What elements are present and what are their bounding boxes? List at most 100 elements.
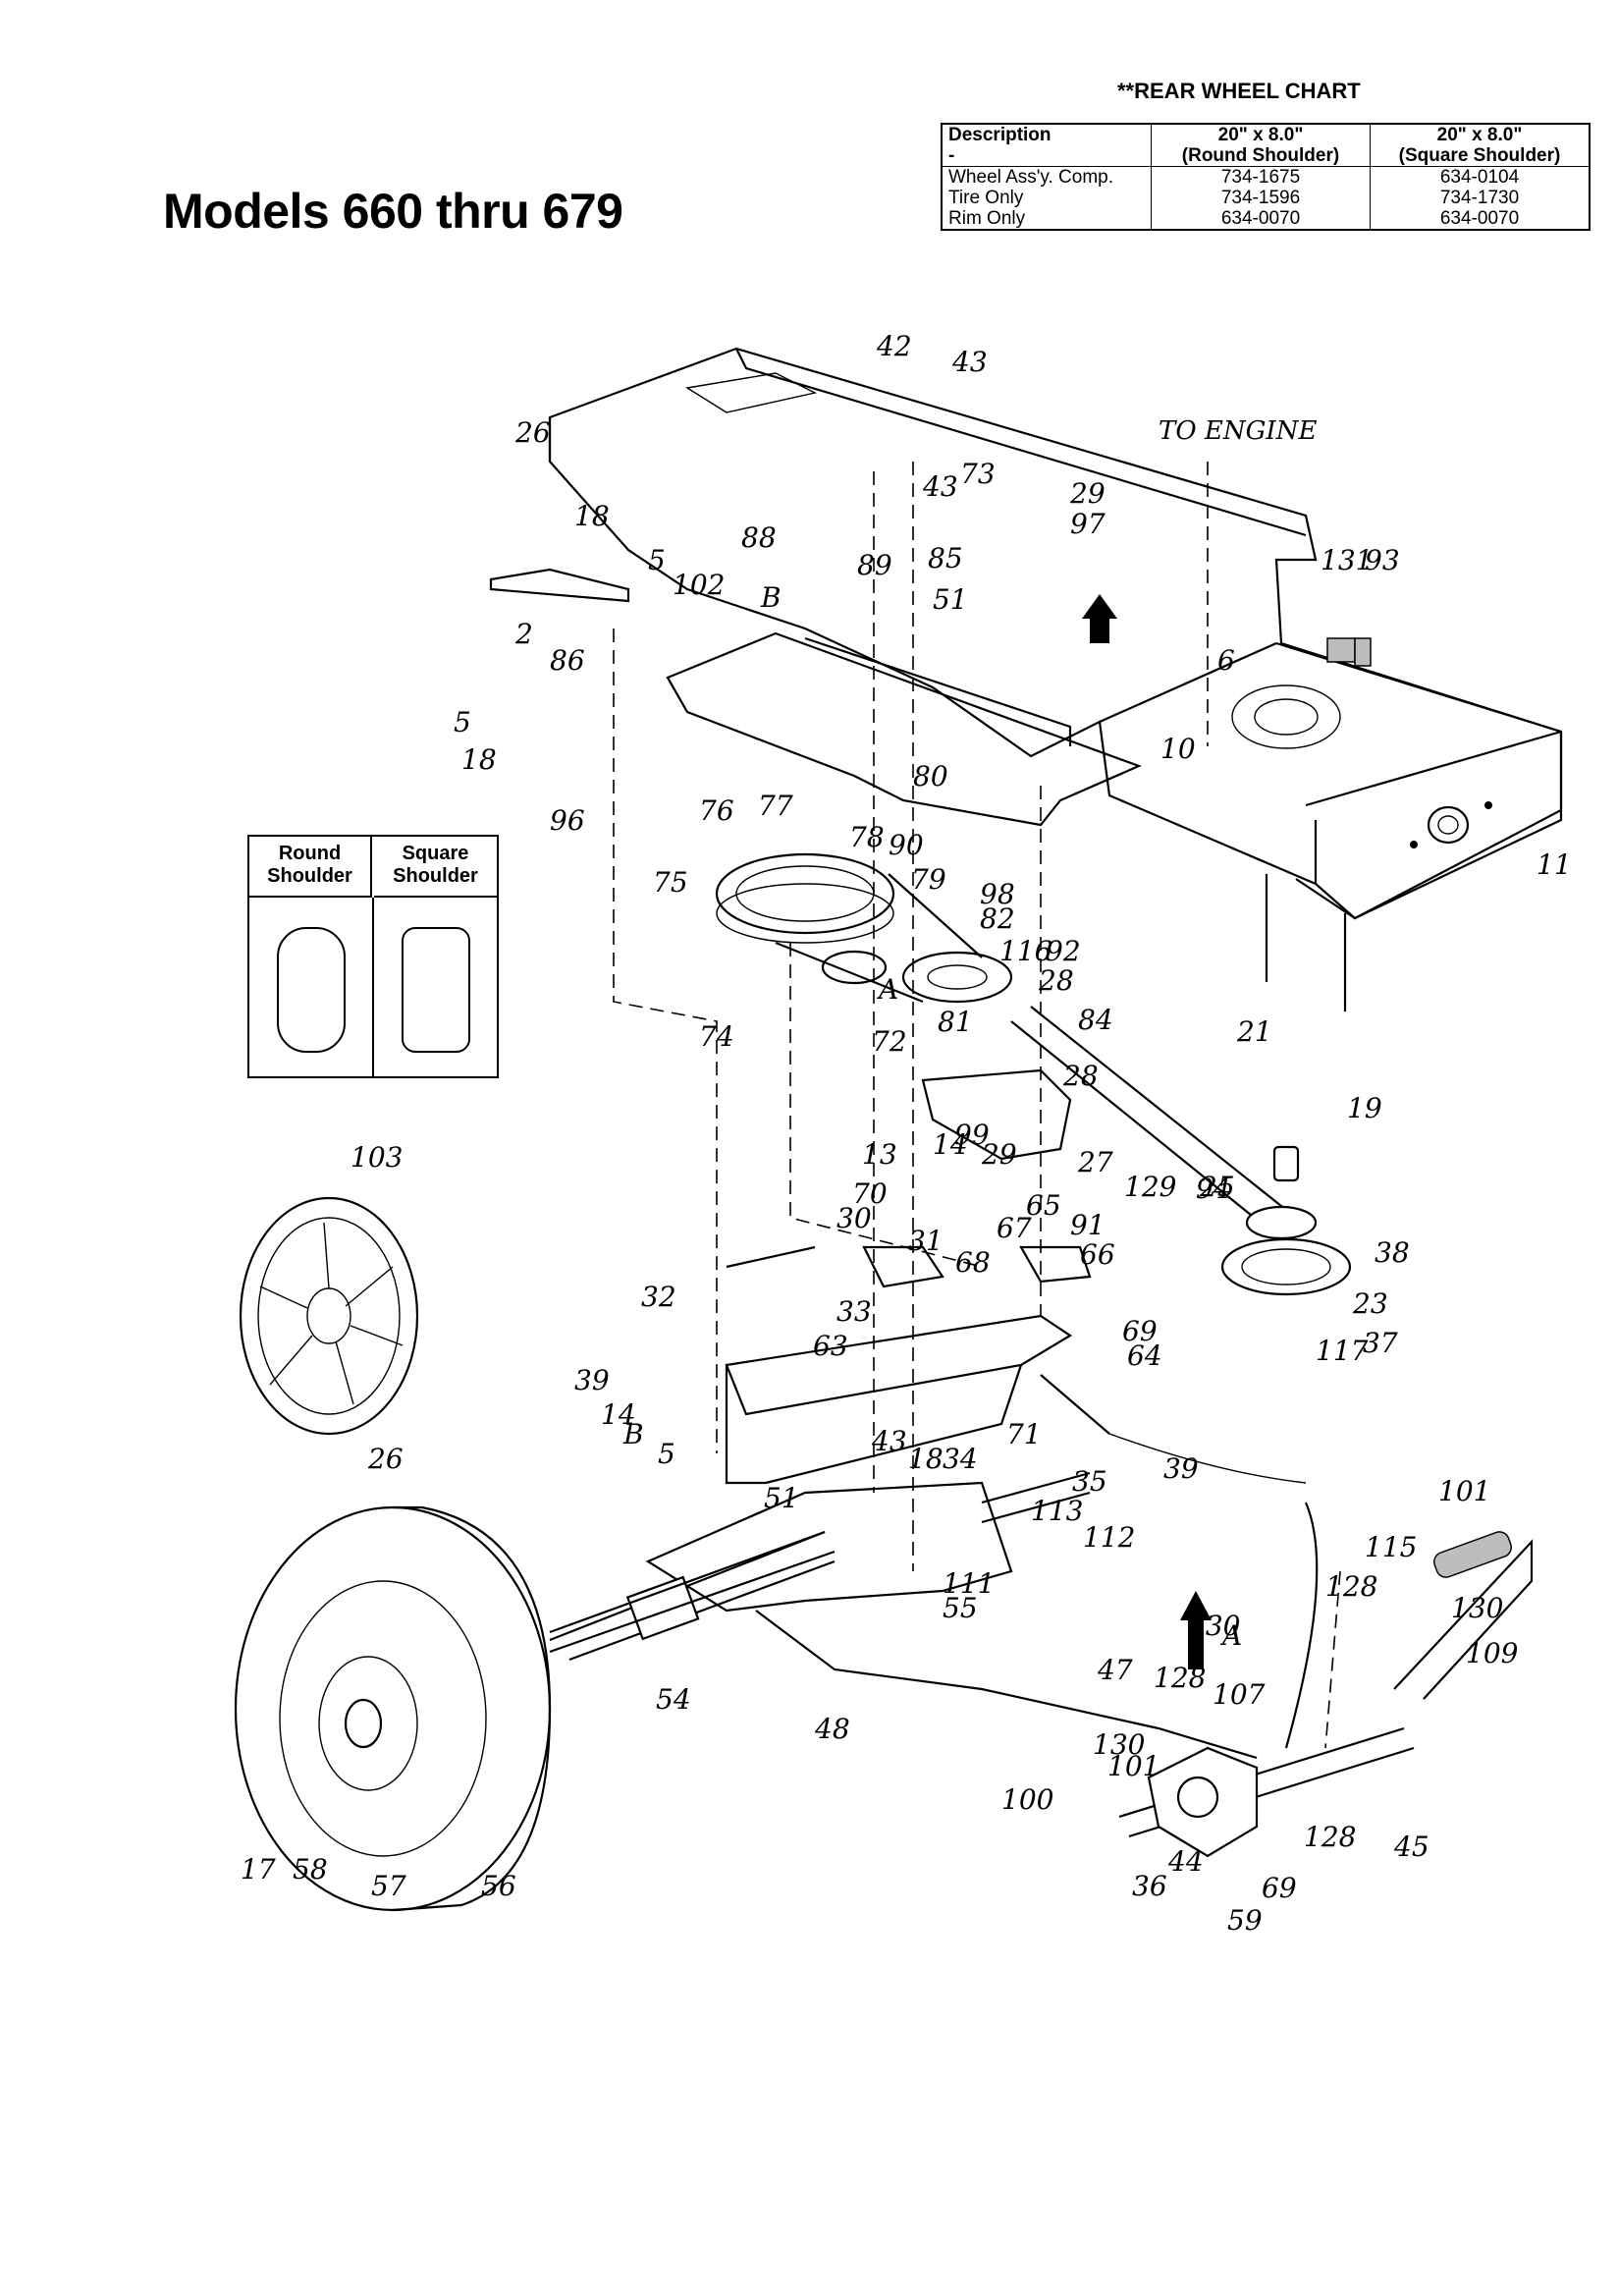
header-square-type: (Square Shoulder) xyxy=(1398,145,1561,166)
callout-130: 130 xyxy=(1451,1592,1503,1624)
row-label: Wheel Ass'y. Comp. xyxy=(941,166,1152,188)
callout-66: 66 xyxy=(1080,1238,1115,1271)
callout-25: 25 xyxy=(1199,1171,1235,1203)
callout-54: 54 xyxy=(656,1683,691,1716)
callout-55: 55 xyxy=(943,1592,978,1624)
callout-128: 128 xyxy=(1154,1662,1206,1694)
callout-115: 115 xyxy=(1365,1531,1417,1563)
callout-129: 129 xyxy=(1124,1171,1176,1203)
callout-85: 85 xyxy=(928,542,963,574)
callout-100: 100 xyxy=(1001,1783,1053,1816)
callout-92: 92 xyxy=(1046,935,1081,967)
callout-42: 42 xyxy=(876,330,912,362)
callout-77: 77 xyxy=(758,790,793,822)
callout-5: 5 xyxy=(648,544,666,576)
callout-113: 113 xyxy=(1031,1495,1083,1527)
callout-43: 43 xyxy=(951,346,988,378)
callout-75: 75 xyxy=(653,866,688,899)
callout-80: 80 xyxy=(913,760,948,793)
callout-65: 65 xyxy=(1026,1189,1061,1222)
callout-38: 38 xyxy=(1375,1236,1410,1269)
header-round-size: 20" x 8.0" xyxy=(1217,125,1304,145)
callout-76: 76 xyxy=(699,794,734,827)
callout-14: 14 xyxy=(933,1128,968,1161)
callout-21: 21 xyxy=(1236,1015,1272,1048)
callout-56: 56 xyxy=(481,1870,516,1902)
callout-43: 43 xyxy=(922,470,958,503)
callout-117: 117 xyxy=(1316,1335,1369,1367)
rear-wheel-chart-title: **REAR WHEEL CHART xyxy=(1117,79,1361,103)
round-shoulder-profile xyxy=(277,927,346,1053)
callout-86: 86 xyxy=(550,644,585,677)
round-part-number: 634-0070 xyxy=(1151,208,1371,230)
page-title: Models 660 thru 679 xyxy=(163,184,623,239)
callout-A: A xyxy=(1219,1619,1242,1652)
callout-B: B xyxy=(760,581,782,614)
callout-111: 111 xyxy=(943,1567,995,1600)
chart-header-round: 20" x 8.0" (Round Shoulder) xyxy=(1151,124,1371,167)
transaxle xyxy=(549,1471,1091,1662)
callout-19: 19 xyxy=(1347,1092,1382,1124)
round-part-number: 734-1596 xyxy=(1151,188,1371,208)
callout-58: 58 xyxy=(293,1853,328,1886)
callout-32: 32 xyxy=(641,1281,676,1313)
callout-6: 6 xyxy=(1217,644,1235,677)
square-shoulder-profile xyxy=(402,927,470,1053)
to-engine-label: TO ENGINE xyxy=(1159,416,1317,446)
header-description-label: Description xyxy=(948,125,1052,145)
callout-59: 59 xyxy=(1227,1904,1263,1937)
callout-101: 101 xyxy=(1438,1475,1490,1507)
callout-130: 130 xyxy=(1188,1610,1240,1642)
table-row: Rim Only 634-0070 634-0070 xyxy=(941,208,1591,230)
callout-31: 31 xyxy=(908,1225,944,1257)
callout-26: 26 xyxy=(367,1443,404,1475)
callout-109: 109 xyxy=(1466,1637,1518,1669)
callout-2: 2 xyxy=(514,618,533,650)
callout-26: 26 xyxy=(514,416,551,449)
callout-28: 28 xyxy=(1062,1060,1099,1092)
callout-72: 72 xyxy=(872,1025,907,1058)
callout-89: 89 xyxy=(857,549,892,581)
callout-101: 101 xyxy=(1107,1750,1160,1782)
callout-128: 128 xyxy=(1304,1821,1356,1853)
callout-23: 23 xyxy=(1352,1287,1388,1320)
callout-98: 98 xyxy=(980,878,1015,910)
callout-18: 18 xyxy=(908,1443,944,1475)
callout-64: 64 xyxy=(1127,1339,1162,1372)
callout-48: 48 xyxy=(814,1713,850,1745)
pulley-assembly xyxy=(715,852,1352,1296)
callout-74: 74 xyxy=(699,1020,734,1053)
callout-131: 131 xyxy=(1321,544,1373,576)
callout-69: 69 xyxy=(1262,1872,1297,1904)
chart-header-description: Description - xyxy=(941,124,1152,167)
table-row: Wheel Ass'y. Comp. 734-1675 634-0104 xyxy=(941,166,1591,188)
callout-11: 11 xyxy=(1537,848,1572,881)
callout-73: 73 xyxy=(960,458,996,490)
shoulder-key-divider xyxy=(372,898,374,1076)
callout-30: 30 xyxy=(836,1202,872,1234)
callout-A: A xyxy=(876,973,898,1006)
table-row: Tire Only 734-1596 734-1730 xyxy=(941,188,1591,208)
callout-81: 81 xyxy=(938,1006,973,1038)
callout-29: 29 xyxy=(981,1138,1017,1171)
callout-70: 70 xyxy=(852,1177,888,1210)
callout-79: 79 xyxy=(911,863,946,896)
callout-27: 27 xyxy=(1077,1146,1113,1178)
callout-5: 5 xyxy=(454,706,471,738)
callout-84: 84 xyxy=(1078,1004,1113,1036)
callout-94: 94 xyxy=(1196,1173,1231,1205)
callout-44: 44 xyxy=(1167,1845,1204,1878)
callout-68: 68 xyxy=(955,1246,991,1279)
callout-103: 103 xyxy=(351,1141,403,1174)
header-round-type: (Round Shoulder) xyxy=(1181,145,1340,166)
callout-112: 112 xyxy=(1083,1521,1135,1554)
callout-99: 99 xyxy=(954,1119,990,1151)
callout-63: 63 xyxy=(813,1330,848,1362)
callout-69: 69 xyxy=(1122,1315,1158,1347)
rear-wheel xyxy=(234,1505,836,1912)
pedal-assembly xyxy=(1118,1531,1534,1858)
callout-36: 36 xyxy=(1132,1870,1167,1902)
callout-39: 39 xyxy=(574,1364,610,1396)
square-part-number: 634-0070 xyxy=(1370,208,1591,230)
